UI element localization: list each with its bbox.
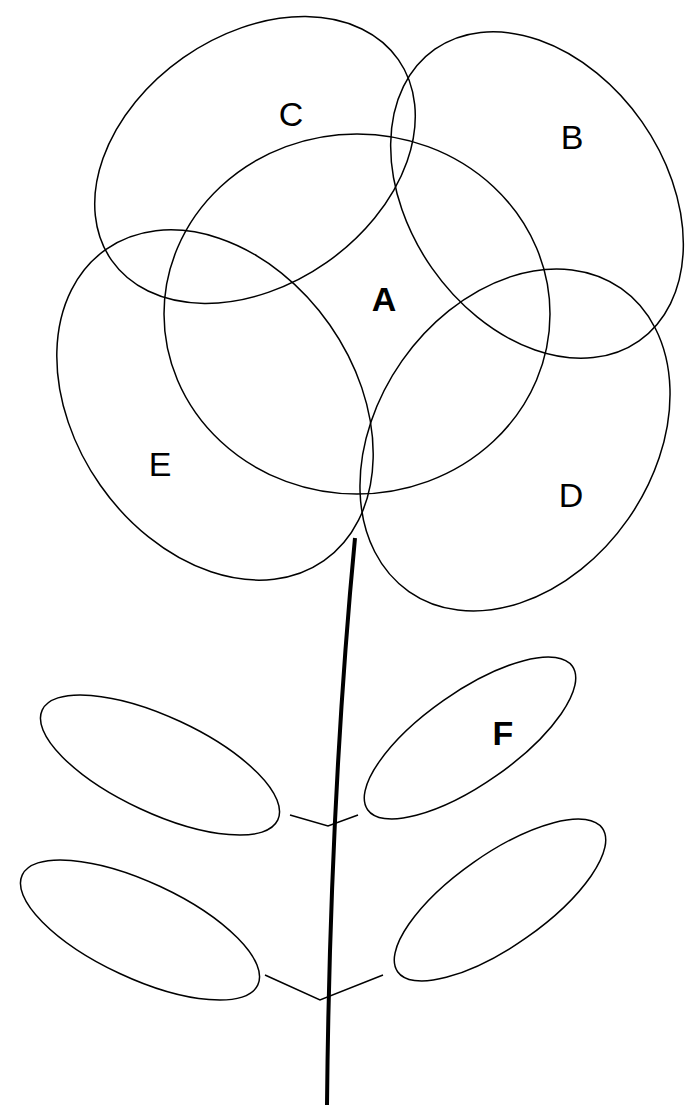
leaf [22,667,298,864]
leaf [371,791,629,1010]
petiole [265,975,383,1000]
part-label: E [149,447,172,481]
part-label: D [559,478,584,512]
part-label: C [279,97,304,131]
petal [296,209,696,670]
part-label: B [561,120,584,154]
stem [327,538,355,1105]
petal [0,169,439,641]
petiole [290,815,358,826]
leaf [2,832,278,1029]
part-label: F [493,716,514,750]
leaf [341,629,599,848]
part-label: A [372,282,397,316]
petal [40,0,470,363]
petal-center [164,134,550,494]
